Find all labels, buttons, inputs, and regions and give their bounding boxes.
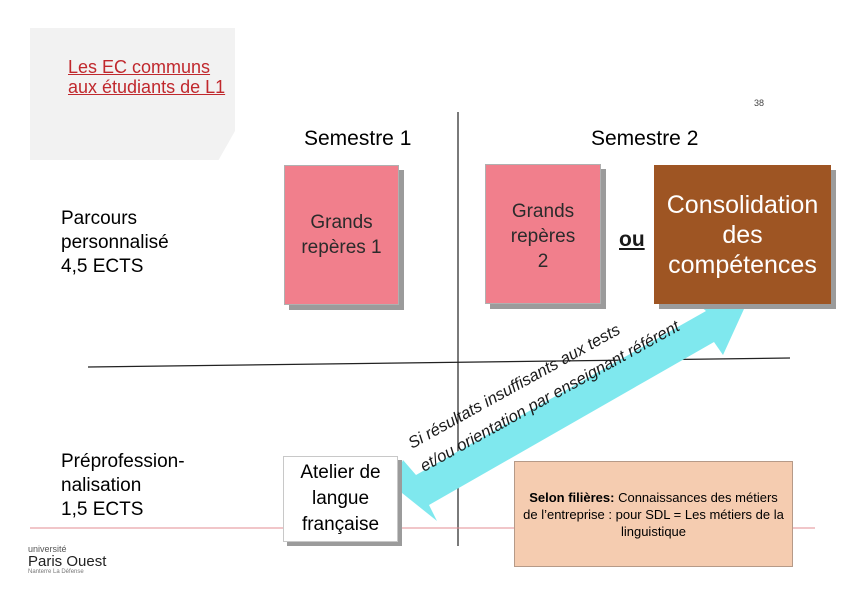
box-consolidation: Consolidation des compétences: [654, 165, 831, 304]
box-line: des: [722, 220, 763, 249]
row-label-parcours: Parcours personnalisé 4,5 ECTS: [61, 207, 169, 279]
box-selon-filieres: Selon filières: Connaissances des métier…: [514, 461, 793, 567]
box-line: française: [301, 514, 380, 535]
box-line: Grands: [310, 212, 373, 233]
box-line: Grands: [511, 201, 575, 222]
box-line: compétences: [668, 250, 817, 279]
box-line: 2: [537, 251, 549, 272]
semester-1-header: Semestre 1: [304, 127, 412, 150]
page-number: 38: [753, 98, 764, 108]
or-label: ou: [619, 228, 645, 251]
box-line: repères 1: [301, 237, 382, 258]
box-grands-reperes-1: Grands repères 1: [284, 165, 399, 305]
row-label-line: Parcours: [61, 208, 138, 229]
filieres-text: Connaissances des métiers de l’entrepris…: [523, 489, 784, 539]
arrow-shape: [392, 298, 749, 521]
row-label-preprof: Préprofession- nalisation 1,5 ECTS: [61, 450, 185, 522]
row-label-line: personnalisé: [61, 232, 169, 253]
row-label-line: 1,5 ECTS: [61, 499, 144, 520]
logo-line: Paris Ouest: [28, 553, 107, 570]
row-label-line: 4,5 ECTS: [61, 256, 144, 277]
corner-tab: [30, 28, 235, 160]
semester-2-header: Semestre 2: [591, 127, 699, 150]
box-atelier-langue: Atelier de langue française: [283, 456, 398, 542]
box-line: repères: [510, 226, 576, 247]
row-label-line: Préprofession-: [61, 451, 185, 472]
university-logo: université Paris Ouest Nanterre La Défen…: [28, 544, 108, 575]
arrow-text-line-1: Si résultats insuffisants aux tests: [405, 321, 623, 453]
row-label-line: nalisation: [61, 475, 142, 496]
box-line: langue: [311, 488, 370, 509]
box-line: Atelier de: [300, 462, 381, 483]
slide-title: Les EC communs aux étudiants de L1: [68, 57, 226, 97]
box-line: Consolidation: [666, 190, 819, 219]
logo-line: université: [28, 544, 67, 554]
box-grands-reperes-2: Grands repères 2: [485, 164, 601, 304]
logo-line: Nanterre La Défense: [28, 569, 84, 575]
filieres-bold: Selon filières:: [529, 489, 615, 505]
arrow-text-line-2: et/ou orientation par enseignant référen…: [417, 317, 684, 476]
